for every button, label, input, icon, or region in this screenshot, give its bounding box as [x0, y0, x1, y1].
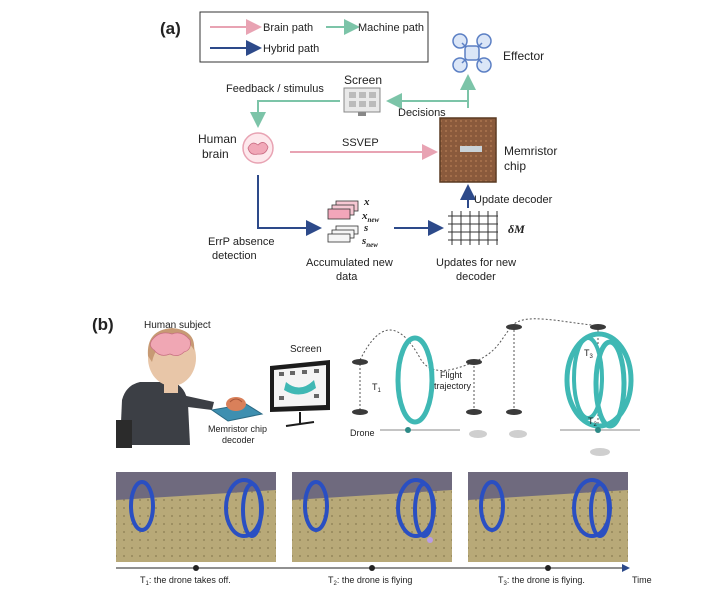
timeline-marker-t1 [193, 565, 199, 571]
legend-brain-label: Brain path [263, 22, 313, 34]
timeline-event-t2: T2: the drone is flying [328, 575, 412, 587]
time-axis-label: Time [632, 575, 652, 585]
timeline-marker-t2 [369, 565, 375, 571]
screen-label-a: Screen [344, 73, 382, 87]
brain-icon [242, 132, 274, 164]
trajectory-t2-label: T2 [588, 416, 598, 428]
ssvep-label: SSVEP [342, 137, 379, 149]
legend: Brain path Machine path Hybrid path [199, 11, 429, 63]
updates-label-1: Updates for new [436, 257, 516, 269]
memristor-decoder-label-2: decoder [222, 435, 255, 445]
panel-a-label: (a) [160, 19, 181, 38]
flight-trajectory-diagram [359, 318, 640, 433]
crossbar-grid-icon [448, 211, 498, 245]
legend-machine-label: Machine path [358, 22, 424, 34]
timeline-event-t3: T3: the drone is flying. [498, 575, 585, 587]
data-stack-x-icon [327, 200, 359, 220]
human-subject-label: Human subject [144, 320, 211, 331]
data-stack-s-icon [327, 225, 359, 243]
legend-hybrid-label: Hybrid path [263, 43, 319, 55]
drone-label: Drone [350, 428, 375, 438]
memristor-label-2: chip [504, 159, 526, 173]
trajectory-t1-label: T1 [372, 382, 382, 394]
trajectory-t3-label: T3 [584, 348, 594, 360]
hybrid-brain-to-data-arrow [257, 175, 322, 236]
screen-icon [343, 87, 381, 116]
flight-trajectory-label-1: Flight [440, 370, 463, 380]
feedback-arrow [250, 100, 340, 128]
panel-b-label: (b) [92, 315, 114, 334]
timeline-marker-t3 [545, 565, 551, 571]
accumulated-label-2: data [336, 271, 358, 283]
effector-label: Effector [503, 49, 544, 63]
memristor-chip-icon [439, 117, 497, 183]
memristor-label-1: Memristor [504, 144, 557, 158]
human-brain-label-2: brain [202, 147, 229, 161]
symbol-delta-m: δM [508, 222, 525, 236]
feedback-label: Feedback / stimulus [226, 83, 324, 95]
flight-trajectory-label-2: trajectory [434, 381, 472, 391]
update-decoder-label: Update decoder [474, 194, 553, 206]
errp-label-2: detection [212, 250, 257, 262]
decisions-label: Decisions [398, 107, 446, 119]
human-subject-illustration [116, 328, 214, 448]
accumulated-label-1: Accumulated new [306, 257, 393, 269]
photo-t2 [292, 472, 452, 562]
drone-icons [352, 324, 606, 415]
screen-label-b: Screen [290, 344, 322, 355]
timeline-event-t1: T1: the drone takes off. [140, 575, 231, 587]
symbol-s: s [363, 222, 368, 234]
human-brain-label-1: Human [198, 132, 237, 146]
photo-t1 [116, 472, 276, 562]
updates-label-2: decoder [456, 271, 496, 283]
memristor-decoder-icon [210, 397, 264, 422]
symbol-x: x [363, 196, 370, 208]
symbol-snew: snew [361, 235, 378, 249]
monitor-icon [270, 360, 330, 427]
effector-drone-icon [452, 33, 492, 73]
memristor-decoder-label-1: Memristor chip [208, 424, 267, 434]
errp-label-1: ErrP absence [208, 236, 274, 248]
photo-t3 [468, 472, 628, 562]
symbol-xnew: xnew [361, 210, 380, 224]
drone-shadows [469, 430, 610, 456]
